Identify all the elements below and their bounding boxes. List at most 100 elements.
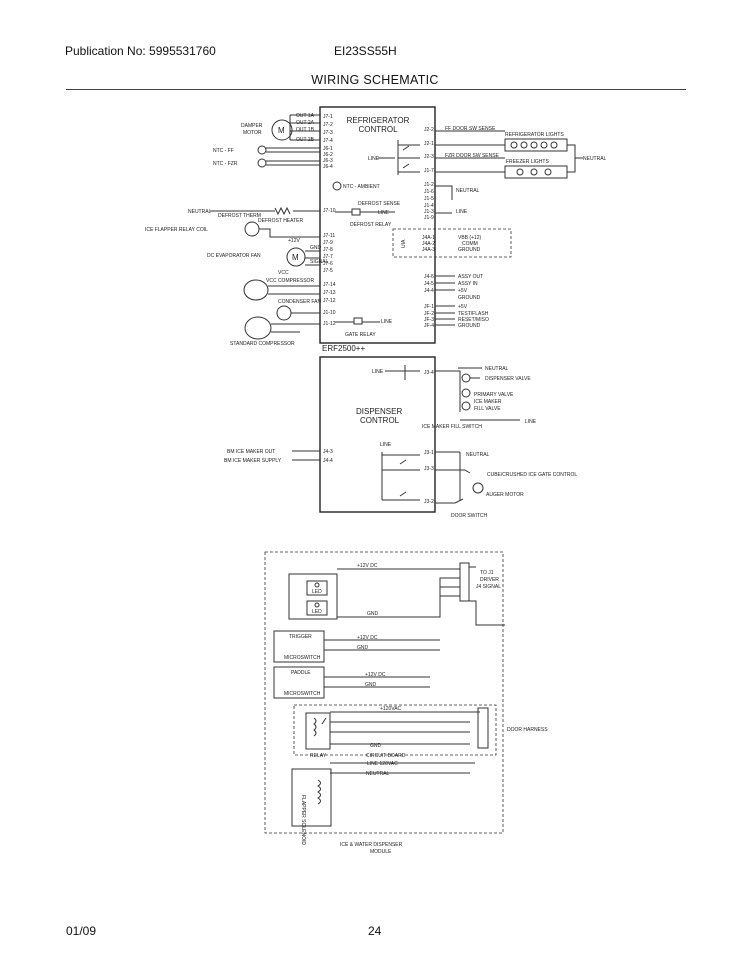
pin-label: J4A-2 <box>422 241 435 247</box>
freezer-lights-box <box>504 165 568 179</box>
ntc-fzr-icon <box>257 158 267 168</box>
assy-labels: ASSY OUT ASSY IN +5V GROUND <box>458 274 483 301</box>
pin-label: J7-2 <box>323 122 333 128</box>
defrost-line-label: LINE <box>378 210 390 216</box>
bulb-icon <box>530 168 538 176</box>
trigger-microswitch-label: MICROSWITCH <box>284 655 321 661</box>
module-label-line1: ICE & WATER DISPENSER <box>340 842 403 848</box>
bulb-icon <box>520 141 528 149</box>
trigger-label: TRIGGER <box>289 634 312 640</box>
freezer-light-bulbs <box>516 168 552 176</box>
pin-label: J7-12 <box>323 298 336 304</box>
footer-page-number: 24 <box>368 924 382 938</box>
v12-top-label: +12V DC <box>357 563 378 569</box>
circuit-board-wires <box>330 711 480 745</box>
trigger-v12-label: +12V DC <box>357 635 378 641</box>
internal-line-label: LINE <box>368 156 380 162</box>
lights-wires <box>435 130 583 173</box>
freezer-lights-label: FREEZER LIGHTS <box>506 159 549 165</box>
internal-traces <box>335 211 395 323</box>
damper-motor-label-2: MOTOR <box>243 130 262 136</box>
page-title: WIRING SCHEMATIC <box>311 73 439 87</box>
damper-wires <box>289 114 320 141</box>
line-120-label: LINE 120VAC <box>367 761 398 767</box>
defrost-sense-label: DEFROST SENSE <box>358 201 401 207</box>
pin-label: J4A-3 <box>422 247 435 253</box>
evap-fan-pin: +12V <box>288 238 300 244</box>
model-number: EI23SS55H <box>334 44 397 58</box>
flapper-coil-symbol <box>317 779 321 805</box>
pin-label: JF-4 <box>424 323 434 329</box>
uia-label: UIA <box>401 239 407 248</box>
pin-label: J7-10 <box>323 208 336 214</box>
left-pins-top: J7-1 J7-2 J7-3 J7-4 J6-1 J6-2 J6-3 J6-4 <box>323 114 333 170</box>
uia-dashed-box <box>392 228 512 258</box>
dispenser-control-box <box>319 356 436 513</box>
pin-label: J2-1 <box>424 141 434 147</box>
prog-label: TEST/FLASH <box>458 311 489 317</box>
ice-maker-valve-label: ICE MAKER <box>474 399 502 405</box>
out-label: OUT 1B <box>296 127 315 133</box>
pin-label: J1-9 <box>424 215 434 221</box>
pin-label: J7-8 <box>323 247 333 253</box>
circuit-board-outline <box>293 704 497 756</box>
pin-label: J7-13 <box>323 290 336 296</box>
pin-label: J6-3 <box>323 158 333 164</box>
bulb-icon <box>544 168 552 176</box>
damper-motor-label-1: DAMPER <box>241 123 263 129</box>
fill-valve-icon <box>461 401 471 411</box>
relay-contacts <box>402 145 410 169</box>
pin-label: J3-1 <box>424 450 434 456</box>
evap-fan-wires <box>305 250 320 266</box>
fill-valve-label: FILL VALVE <box>474 406 501 412</box>
pin-label: J7-9 <box>323 240 333 246</box>
bulb-icon <box>516 168 524 176</box>
pin-label: J4-3 <box>323 449 333 455</box>
gnd-relay-label: GND <box>370 743 382 749</box>
ice-maker-supply-label: BM ICE MAKER SUPPLY <box>224 458 282 464</box>
ice-maker-wires <box>292 450 320 461</box>
gate-relay-icon <box>353 317 363 325</box>
footer-date: 01/09 <box>66 924 97 938</box>
ntc-ff-label: NTC - FF <box>213 148 234 154</box>
j4-signal-label: J4 SIGNAL <box>476 584 501 590</box>
vcc-compressor-label: VCC COMPRESSOR <box>266 278 314 284</box>
evaporator-fan-m: M <box>292 253 299 262</box>
valve-wires <box>435 367 520 421</box>
relay-wiring-top <box>378 140 420 175</box>
pin-label: J1-5 <box>424 196 434 202</box>
ntc-ff-icon <box>257 145 267 155</box>
pin-label: J1-6 <box>424 189 434 195</box>
pin-label: J7-3 <box>323 130 333 136</box>
flapper-solenoid-label: FLAPPER SOLENOID <box>300 795 306 845</box>
led2-box <box>306 600 328 616</box>
pin-label: J1-4 <box>424 203 434 209</box>
refrigerator-lights-label: REFRIGERATOR LIGHTS <box>505 132 564 138</box>
pin-label: JF-1 <box>424 304 434 310</box>
assy-label: GROUND <box>458 295 481 301</box>
prog-label: RESET/MISO <box>458 317 489 323</box>
defrost-relay-icon <box>351 208 361 216</box>
line-valve-label: LINE <box>525 419 537 425</box>
neutral-valve-label: NEUTRAL <box>485 366 509 372</box>
vcc-compressor-icon <box>243 279 269 301</box>
pin-label: J7-1 <box>323 114 333 120</box>
led-panel-box <box>288 573 338 620</box>
dispenser-relays <box>399 459 407 497</box>
pin-label: J3-2 <box>424 499 434 505</box>
dispenser-line2-label: LINE <box>380 442 392 448</box>
dispenser-control-title2: CONTROL <box>360 416 400 425</box>
pin-label: J6-2 <box>323 152 333 158</box>
power-wires <box>330 762 475 774</box>
damper-out-labels: OUT 1A OUT 2A OUT 1B OUT 2B <box>296 113 315 143</box>
uia-pin: COMM <box>462 241 478 247</box>
led-wires <box>337 568 460 618</box>
pin-label: J1-3 <box>424 209 434 215</box>
condenser-fan-label: CONDENSER FAN <box>278 299 321 305</box>
dispenser-module-outline <box>264 551 504 834</box>
door-switch-label: DOOR SWITCH <box>451 513 487 519</box>
assy-label: ASSY OUT <box>458 274 483 280</box>
ntc-ambient-icon <box>332 181 342 191</box>
prog-label: +5V <box>458 304 468 310</box>
door-harness-connector <box>477 707 489 749</box>
